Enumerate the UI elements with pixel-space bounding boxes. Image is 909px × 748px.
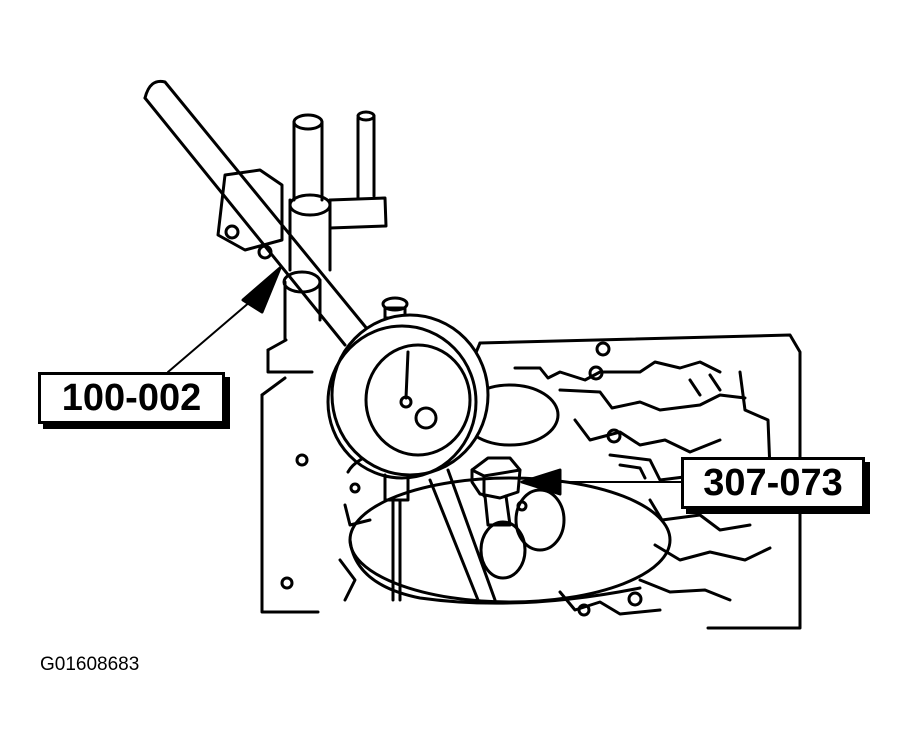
callout-label-left: 100-002 — [61, 376, 202, 419]
stand-rod — [143, 79, 370, 347]
magnetic-base-stand — [216, 110, 388, 374]
figure-id-label: G01608683 — [40, 654, 140, 675]
dial-gauge — [326, 296, 490, 602]
leader-arrows — [167, 266, 682, 496]
callout-label-right: 307-073 — [703, 461, 843, 504]
tool-callout-100-002: 100-002 — [38, 372, 225, 424]
transmission-case — [260, 333, 802, 630]
tool-callout-307-073: 307-073 — [681, 457, 865, 509]
tool-307-073 — [428, 456, 566, 602]
